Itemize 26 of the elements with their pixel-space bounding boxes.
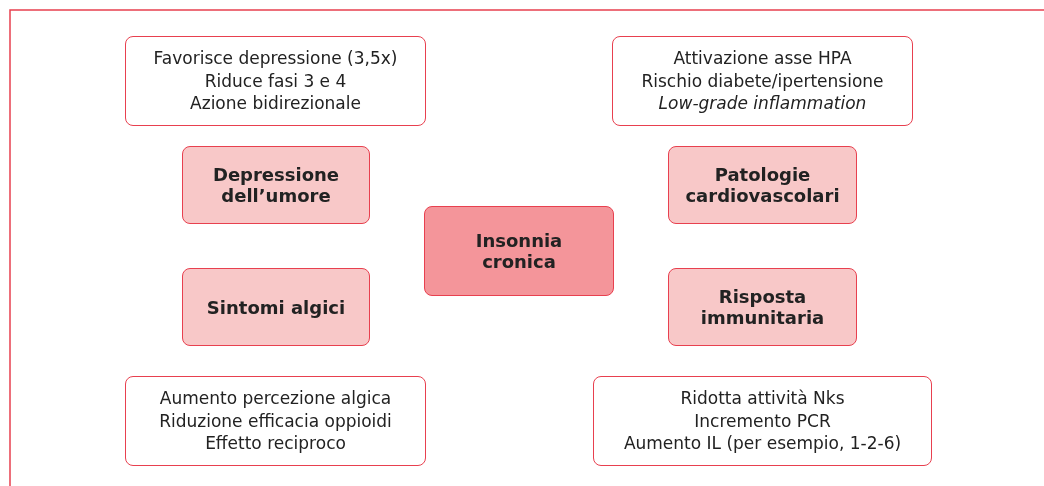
note-line: Riduce fasi 3 e 4 [204, 69, 347, 93]
note-line: Rischio diabete/ipertensione [641, 69, 884, 93]
topic-box [182, 146, 370, 224]
topic-label: Risposta immunitaria [699, 286, 826, 328]
note-line: Incremento PCR [694, 409, 831, 433]
note-line: Favorisce depressione (3,5x) [153, 46, 398, 70]
topic-label: Insonnia cronica [474, 230, 564, 272]
topic-box [182, 268, 370, 346]
topic-box [668, 268, 857, 346]
note-line: Azione bidirezionale [190, 92, 361, 116]
note-line: Riduzione efficacia oppioidi [159, 409, 392, 433]
note-box [125, 36, 426, 126]
note-line: Effetto reciproco [205, 432, 346, 456]
note-box [125, 376, 426, 466]
central-topic-box [424, 206, 614, 296]
topic-label: Patologie cardiovascolari [684, 164, 841, 206]
topic-box [668, 146, 857, 224]
note-line: Ridotta attività Nks [680, 386, 845, 410]
note-line: Aumento percezione algica [159, 386, 392, 410]
note-line: Aumento IL (per esempio, 1-2-6) [623, 432, 902, 456]
note-line: Attivazione asse HPA [673, 46, 852, 70]
note-line: Low-grade inflammation [658, 92, 867, 116]
note-box [612, 36, 913, 126]
note-box [593, 376, 932, 466]
topic-label: Depressione dell’umore [211, 164, 341, 206]
topic-label: Sintomi algici [206, 296, 346, 318]
